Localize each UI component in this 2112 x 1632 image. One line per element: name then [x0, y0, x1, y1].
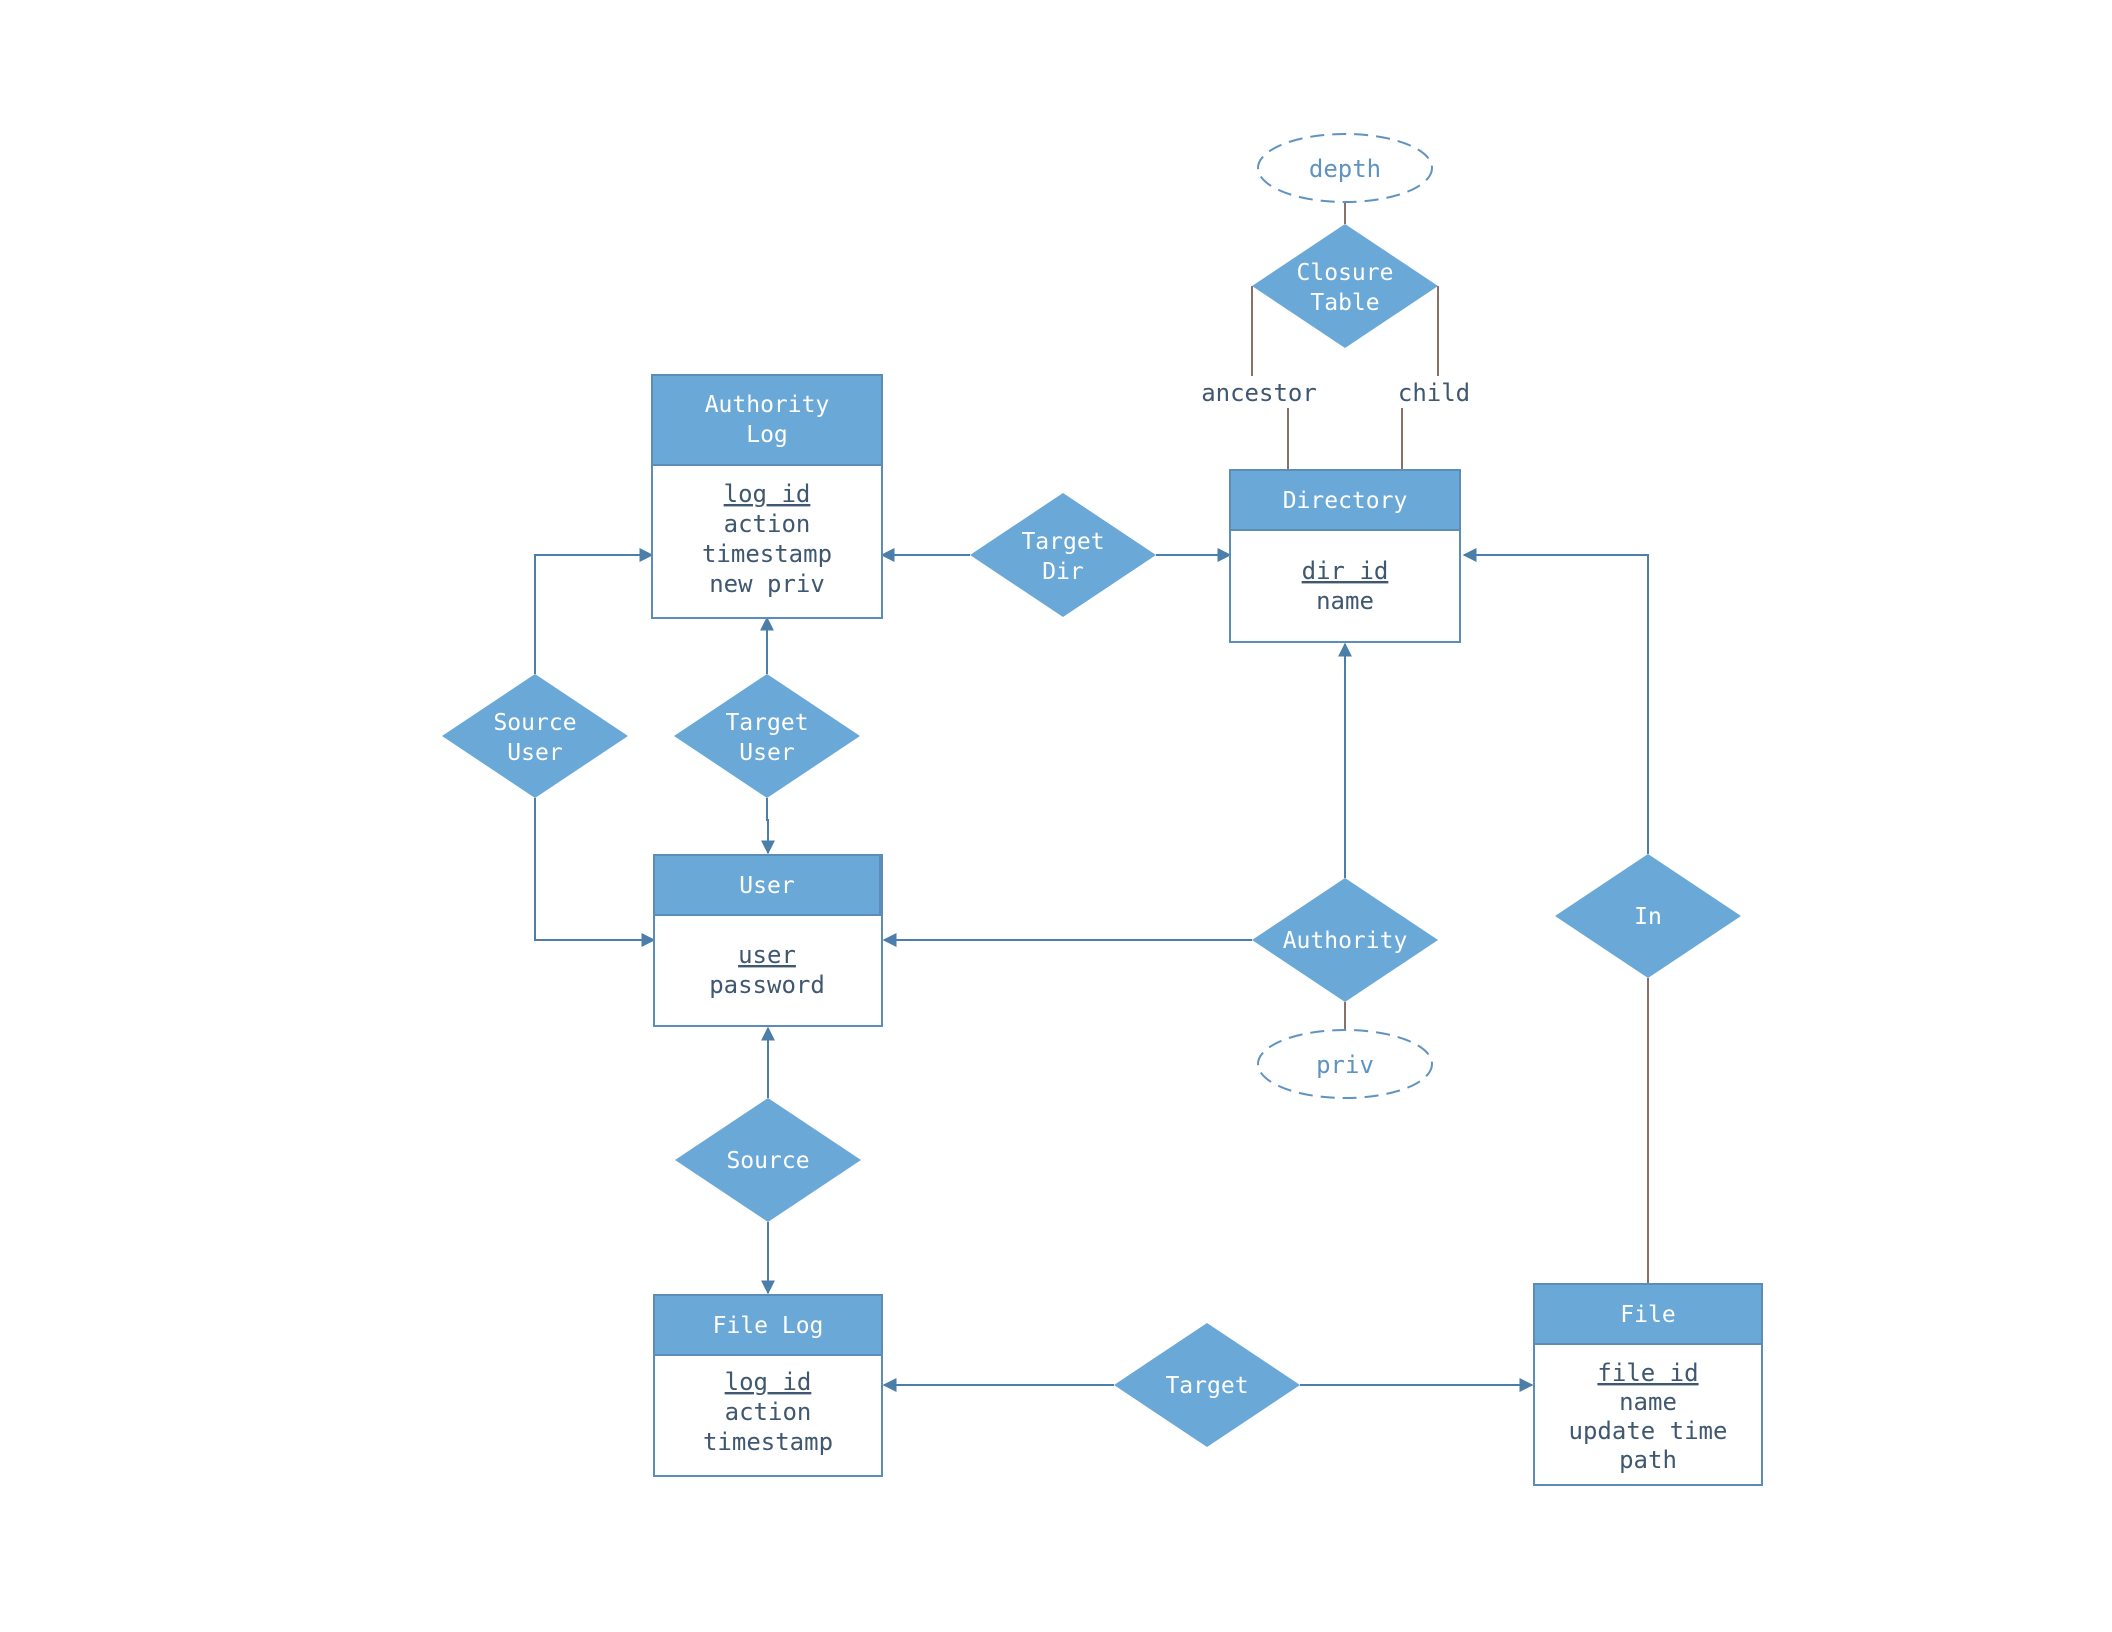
entity-file-attr-updatetime: update time — [1569, 1417, 1728, 1445]
entity-file-log-title: File Log — [713, 1313, 824, 1339]
attribute-priv: priv — [1257, 1029, 1433, 1099]
relationship-target: Target — [1114, 1323, 1300, 1447]
relationship-authority-label: Authority — [1283, 928, 1408, 954]
relationship-target-dir-line1: Target — [1021, 529, 1104, 555]
relationship-target-user-line2: User — [739, 740, 794, 766]
entity-directory-key: dir id — [1302, 557, 1389, 585]
connector-sourceuser-authoritylog — [534, 548, 654, 674]
relationship-target-user-line1: Target — [725, 710, 808, 736]
entity-authority-log-title-line1: Authority — [705, 392, 830, 418]
relationship-target-user-shape — [674, 674, 860, 798]
role-child-label: child — [1398, 379, 1470, 407]
entity-directory-header — [1229, 469, 1461, 531]
entity-user-key: user — [738, 941, 796, 969]
connector-sourceuser-user — [534, 798, 656, 947]
attribute-priv-label: priv — [1316, 1051, 1374, 1079]
attribute-depth: depth — [1257, 133, 1433, 203]
relationship-source-user-line1: Source — [493, 710, 576, 736]
entity-user-header — [653, 854, 881, 916]
relationship-closure-table-line1: Closure — [1297, 260, 1394, 286]
relationship-target-dir-line2: Dir — [1042, 559, 1084, 585]
relationship-source-user-line2: User — [507, 740, 562, 766]
role-ancestor-label: ancestor — [1201, 379, 1317, 407]
entity-authority-log-header — [651, 374, 883, 466]
relationship-closure-table-shape — [1252, 224, 1438, 348]
entity-file-attr-name: name — [1619, 1388, 1677, 1416]
entity-authority-log-attr-action: action — [724, 510, 811, 538]
entity-authority-log-attr-timestamp: timestamp — [702, 540, 832, 568]
attribute-depth-label: depth — [1309, 155, 1381, 183]
connector-targetuser-user — [761, 798, 775, 855]
entity-authority-log: Authority Log log id action timestamp ne… — [651, 374, 883, 619]
entity-file-log-key: log id — [725, 1368, 812, 1396]
relationship-closure-table: Closure Table — [1252, 224, 1438, 348]
relationship-in-label: In — [1634, 904, 1662, 930]
entity-file-attr-path: path — [1619, 1446, 1677, 1474]
entity-directory-title: Directory — [1283, 488, 1408, 514]
entity-file-log-header — [653, 1294, 883, 1356]
relationship-in-shape — [1555, 854, 1741, 978]
relationship-source-label: Source — [726, 1148, 809, 1174]
relationship-source-user: Source User — [442, 674, 628, 798]
relationship-target-shape — [1114, 1323, 1300, 1447]
entity-file-log-attr-action: action — [725, 1398, 812, 1426]
relationship-authority: Authority — [1252, 878, 1438, 1002]
entity-file-log-attr-timestamp: timestamp — [703, 1428, 833, 1456]
connector-in-directory — [1462, 548, 1649, 854]
connectors — [534, 202, 1649, 1392]
relationship-source: Source — [675, 1098, 861, 1222]
entity-file-title: File — [1620, 1302, 1675, 1328]
relationship-authority-shape — [1252, 878, 1438, 1002]
relationship-in: In — [1555, 854, 1741, 978]
attribute-depth-ellipse — [1257, 133, 1433, 203]
entity-file: File file id name update time path — [1533, 1283, 1763, 1486]
entity-directory-attr-name: name — [1316, 587, 1374, 615]
relationship-closure-table-line2: Table — [1310, 290, 1379, 316]
entity-authority-log-title-line2: Log — [746, 422, 788, 448]
entity-file-key: file id — [1597, 1359, 1698, 1387]
entity-file-log: File Log log id action timestamp — [653, 1294, 883, 1477]
entity-user-title: User — [739, 873, 794, 899]
relationship-target-user: Target User — [674, 674, 860, 798]
entity-file-header — [1533, 1283, 1763, 1345]
entity-directory: Directory dir id name — [1229, 469, 1461, 643]
entity-authority-log-key: log id — [724, 480, 811, 508]
relationship-target-dir: Target Dir — [970, 493, 1156, 617]
entity-user-attr-password: password — [709, 971, 825, 999]
entity-user: User user password — [653, 854, 883, 1027]
attribute-priv-ellipse — [1257, 1029, 1433, 1099]
relationship-source-user-shape — [442, 674, 628, 798]
relationship-source-shape — [675, 1098, 861, 1222]
entity-authority-log-attr-newpriv: new priv — [709, 570, 825, 598]
relationship-target-label: Target — [1165, 1373, 1248, 1399]
relationship-target-dir-shape — [970, 493, 1156, 617]
